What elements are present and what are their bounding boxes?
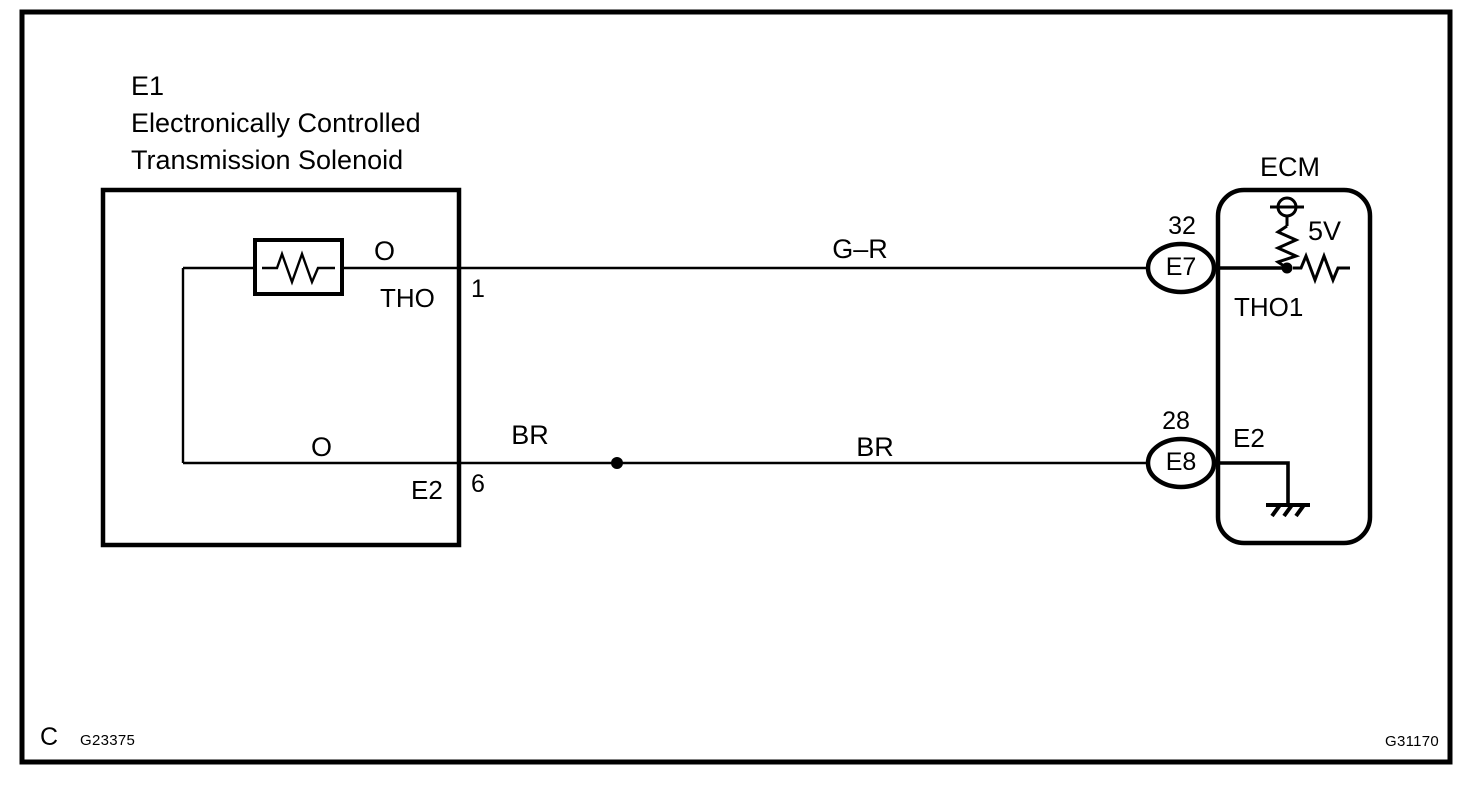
connector-e7-label: E7 [1165,253,1197,281]
corner-mark-label: C [40,723,59,751]
solenoid-terminal6-color-label: O [311,432,333,462]
figure-code-bottom-left: G23375 [80,732,136,749]
series-resistor-icon [1293,251,1350,285]
pullup-resistor-icon [1274,224,1301,270]
ecm-e2-ground-path [1218,461,1290,505]
solenoid-name-line1: Electronically Controlled [131,108,421,138]
ecm-pin28-label: 28 [1162,407,1190,435]
solenoid-box [100,187,462,548]
connector-oval-e8[interactable] [1145,436,1217,490]
ecm-pin32-label: 32 [1168,212,1196,240]
ecm-box [1215,187,1373,546]
solenoid-id-label: E1 [131,71,165,101]
wire-junction-dot [611,457,623,469]
pullup-junction-dot [1281,262,1293,274]
solenoid-terminal1-pin-label: 1 [471,275,485,303]
solenoid-terminal1-signal-label: THO [380,283,435,313]
solenoid-name-line2: Transmission Solenoid [131,145,404,175]
wire-label-ground-br-left: BR [511,420,549,450]
ground-hatch-icon [1270,503,1306,518]
wire-label-signal-gr: G–R [832,234,888,264]
outer-frame [19,9,1453,765]
ecm-tho1-signal-label: THO1 [1234,292,1304,322]
ecm-title-label: ECM [1260,152,1320,182]
solenoid-terminal6-pin-label: 6 [471,470,485,498]
thermistor-zigzag-icon [262,250,335,286]
solenoid-terminal1-color-label: O [374,236,396,266]
ecm-supply-voltage-label: 5V [1308,216,1342,246]
wire-label-ground-br-right: BR [856,432,894,462]
connector-oval-e7[interactable] [1145,241,1217,295]
solenoid-terminal6-signal-label: E2 [411,475,443,505]
ecm-e2-signal-label: E2 [1233,423,1265,453]
figure-code-bottom-right: G31170 [1385,733,1440,750]
connector-e8-label: E8 [1165,448,1197,476]
